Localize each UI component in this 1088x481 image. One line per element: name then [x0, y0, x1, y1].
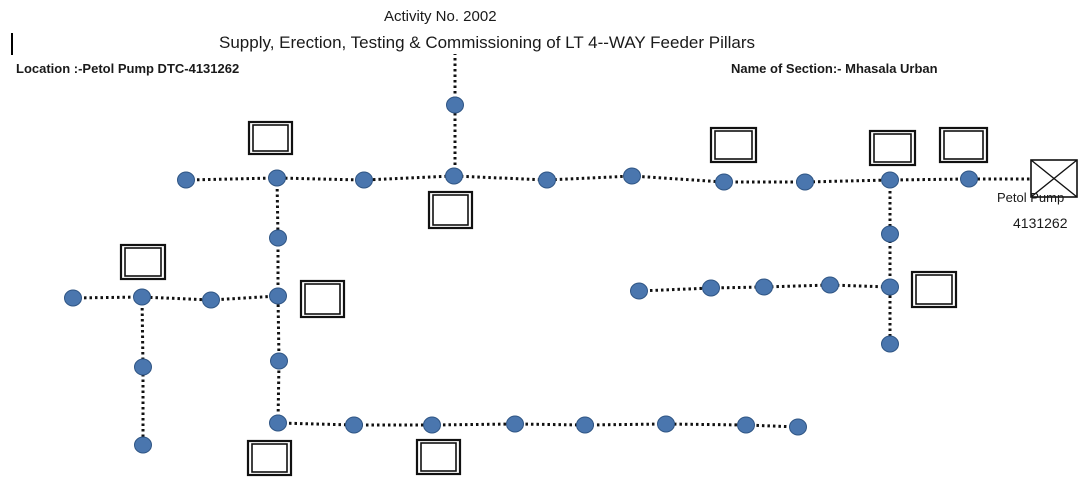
feeder-pillar-icon: [246, 439, 293, 477]
feeder-pillar-icon: [427, 190, 474, 230]
feeder-pillar-icon: [709, 126, 758, 164]
lt-line-segment: [185, 174, 1031, 184]
pole-node: [134, 358, 152, 376]
pole-node: [423, 416, 441, 434]
pole-node: [64, 289, 82, 307]
pole-node: [623, 167, 641, 185]
pole-node: [796, 173, 814, 191]
pole-node: [881, 225, 899, 243]
feeder-pillars: [119, 120, 989, 477]
lt-line-segment: [140, 296, 145, 445]
feeder-pillar-icon: [938, 126, 989, 164]
pole-node: [755, 278, 773, 296]
lt-line-segment: [72, 294, 279, 302]
pole-node: [355, 171, 373, 189]
pole-node: [821, 276, 839, 294]
pole-node: [270, 352, 288, 370]
pole-node: [538, 171, 556, 189]
pole-node: [789, 418, 807, 436]
pole-node: [269, 414, 287, 432]
pole-node: [269, 229, 287, 247]
pole-node: [177, 171, 195, 189]
section-name-label: Name of Section:- Mhasala Urban: [731, 61, 938, 76]
feeder-pillar-icon: [415, 438, 462, 476]
transformer-number-label: 4131262: [1013, 215, 1068, 231]
lt-line-segment: [638, 283, 891, 293]
pole-node: [446, 96, 464, 114]
feeder-pillar-icon: [868, 129, 917, 167]
pole-node: [133, 288, 151, 306]
lt-line-segment: [277, 421, 799, 429]
pole-node: [345, 416, 363, 434]
feeder-pillar-icon: [247, 120, 294, 156]
pole-node: [657, 415, 675, 433]
pole-node: [445, 167, 463, 185]
pole-node: [269, 287, 287, 305]
pole-node: [881, 278, 899, 296]
pole-node: [960, 170, 978, 188]
diagram-title: Supply, Erection, Testing & Commissionin…: [219, 33, 756, 52]
feeder-pillar-icon: [119, 243, 167, 281]
feeder-pillar-icon: [299, 279, 346, 319]
transformer-name-label: Petol Pump: [997, 190, 1065, 205]
text-cursor: [11, 33, 13, 55]
poles: [64, 96, 978, 454]
pole-node: [202, 291, 220, 309]
pole-node: [715, 173, 733, 191]
location-label: Location :-Petol Pump DTC-4131262: [16, 61, 240, 76]
pole-node: [506, 415, 524, 433]
pole-node: [268, 169, 286, 187]
pole-node: [881, 171, 899, 189]
pole-node: [737, 416, 755, 434]
pole-node: [576, 416, 594, 434]
pole-node: [630, 282, 648, 300]
lt-lines: [72, 54, 1031, 445]
pole-node: [134, 436, 152, 454]
pole-node: [881, 335, 899, 353]
pole-node: [702, 279, 720, 297]
feeder-pillar-icon: [910, 270, 958, 309]
lt-line-segment: [275, 177, 281, 424]
transformer-symbol: [1030, 159, 1078, 198]
activity-number: Activity No. 2002: [384, 8, 497, 25]
transformer-cross-line: [1030, 159, 1078, 198]
